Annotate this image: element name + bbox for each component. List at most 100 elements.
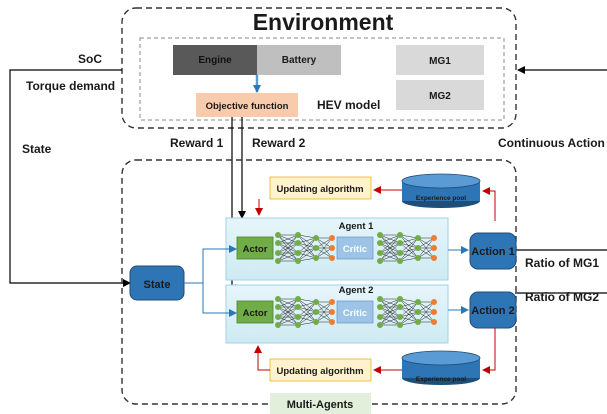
net-edge <box>315 301 333 313</box>
net-node <box>397 314 403 320</box>
agent2-actor <box>236 300 274 324</box>
net-edge <box>399 298 419 323</box>
net-node <box>329 319 335 325</box>
net-node <box>397 258 403 264</box>
net-node <box>377 258 383 264</box>
experience-pool-bottom-label: Experience pool <box>416 376 466 383</box>
net-edge <box>399 234 419 249</box>
net-edge <box>417 301 435 323</box>
agent1-critic <box>336 236 374 260</box>
net-edge <box>417 237 435 259</box>
net-edge <box>399 257 419 262</box>
net-node <box>377 250 383 256</box>
soc-label: SoC <box>78 52 102 66</box>
action2-to-pool <box>482 328 496 374</box>
net-node <box>431 255 437 261</box>
objective-function-label: Objective function <box>206 101 289 112</box>
net-edge <box>399 298 419 313</box>
net-node <box>313 245 319 251</box>
net-node <box>415 255 421 261</box>
net-edge <box>399 298 419 303</box>
objective-function-box <box>196 93 298 117</box>
net-edge <box>277 234 299 244</box>
net-node <box>415 309 421 315</box>
net-edge <box>379 252 401 262</box>
net-edge <box>379 234 401 244</box>
net-node <box>275 250 281 256</box>
net-edge <box>297 311 317 326</box>
net-edge <box>399 301 419 308</box>
net-node <box>377 296 383 302</box>
net-edge <box>399 234 419 259</box>
net-node <box>275 240 281 246</box>
multi-agent-frame <box>121 159 517 405</box>
net-node <box>415 299 421 305</box>
updating-algorithm-bottom-label: Updating algorithm <box>276 366 363 377</box>
net-node <box>377 304 383 310</box>
net-edge <box>297 252 317 259</box>
net-node <box>377 314 383 320</box>
agent1-critic-label: Critic <box>343 244 367 255</box>
net-edge <box>379 316 401 326</box>
net-edge <box>399 311 419 326</box>
net-edge <box>297 237 317 254</box>
agent1-actor-network <box>275 232 335 264</box>
net-edge <box>297 257 317 262</box>
agent2-critic-network <box>377 296 437 328</box>
net-edge <box>297 237 317 244</box>
net-node <box>275 258 281 264</box>
net-edge <box>297 298 317 323</box>
net-edge <box>277 298 299 308</box>
net-edge <box>277 316 299 326</box>
net-edge <box>379 242 401 262</box>
net-node <box>329 309 335 315</box>
agent2-title: Agent 2 <box>339 285 374 296</box>
net-edge <box>399 237 419 254</box>
net-edge <box>417 311 435 323</box>
net-edge <box>277 234 299 254</box>
multi-agents-box <box>270 393 371 414</box>
net-edge <box>277 252 299 262</box>
agent2-actor-network <box>275 296 335 328</box>
mg2-label: MG2 <box>429 91 451 102</box>
net-edge <box>379 234 401 254</box>
net-edge <box>297 301 317 308</box>
net-edge <box>297 298 317 303</box>
net-node <box>397 232 403 238</box>
ratio-mg1-label: Ratio of MG1 <box>525 256 599 270</box>
net-node <box>397 250 403 256</box>
net-node <box>415 319 421 325</box>
net-node <box>431 245 437 251</box>
net-edge <box>399 316 419 323</box>
net-node <box>397 304 403 310</box>
net-edge <box>399 234 419 239</box>
reward1-label: Reward 1 <box>170 136 224 150</box>
net-edge <box>379 298 401 326</box>
mg1-box <box>396 45 484 75</box>
agent1-critic-network <box>377 232 437 264</box>
net-edge <box>417 237 435 249</box>
net-edge <box>399 311 419 318</box>
state-box-label: State <box>144 279 171 291</box>
net-edge <box>379 306 401 326</box>
net-edge <box>399 247 419 262</box>
net-edge <box>297 247 317 254</box>
multi-agents-label: Multi-Agents <box>287 399 354 411</box>
state-signal-label: State <box>22 142 52 156</box>
torque-demand-label: Torque demand <box>26 79 115 93</box>
mg2-box <box>396 80 484 110</box>
net-node <box>275 232 281 238</box>
net-node <box>431 309 437 315</box>
action1-label: Action 1 <box>471 246 514 258</box>
updating-algorithm-top-label: Updating algorithm <box>276 184 363 195</box>
agent1-actor <box>236 236 274 260</box>
agent2-actor-label: Actor <box>243 308 268 319</box>
net-edge <box>297 316 317 323</box>
updating-algorithm-top <box>269 176 372 200</box>
environment-title: Environment <box>253 9 394 35</box>
net-edge <box>277 242 299 262</box>
net-edge <box>379 234 401 262</box>
hev-model-label: HEV model <box>317 98 380 112</box>
net-node <box>295 322 301 328</box>
